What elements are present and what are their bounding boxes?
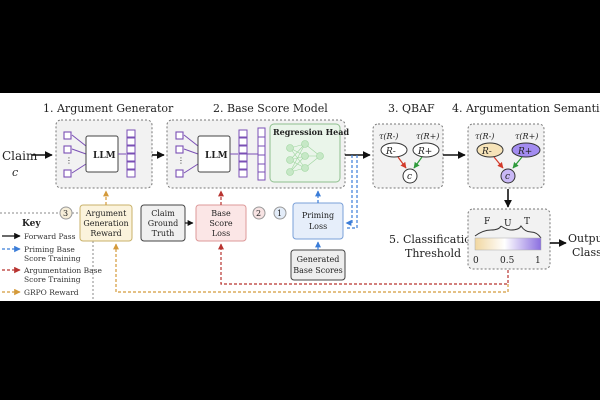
threshold-letter-f: F [484,217,490,227]
key-forward-pass-label: Forward Pass [24,232,76,241]
llm-label-2: LLM [205,151,228,161]
cgt-line2: Ground [148,219,178,228]
qbaf-attack-edge [397,156,407,169]
semantics-tau-minus: τ(R-) [475,132,494,141]
threshold-to-base-loss-path [218,243,509,285]
semantics-node-r-minus [476,142,504,158]
claim-symbol: c [12,166,18,179]
neural-network-icon [286,140,324,176]
argumentation-semantics-box [467,123,545,189]
key-title: Key [22,219,41,229]
threshold-letter-u: U [504,219,512,229]
agr-line1: Argument [85,209,127,218]
agr-line3: Reward [90,229,121,238]
key-argumentation-label-1: Argumentation Base [23,266,102,275]
input-token-stack-1: ⋮ [63,131,87,178]
semantics-node-r-plus-label: R+ [517,147,532,157]
semantics-node-r-plus [511,142,541,158]
output-label-line2: Class [572,246,600,259]
step-number-2: 2 [256,209,261,218]
cgt-line3: Truth [152,229,175,238]
regression-head-label: Regression Head [273,127,349,137]
stage-title-classification: 5. Classification [389,233,478,246]
threshold-tick-05: 0.5 [500,256,515,266]
bsl-line3: Loss [212,229,230,238]
priming-loss-box [292,202,344,240]
threshold-tick-0: 0 [473,256,479,266]
stage-title-argumentation-semantics: 4. Argumentation Semantics [452,102,600,115]
gbs-line2: Base Scores [293,266,342,275]
key-priming-label-2: Score Training [24,254,81,263]
key-priming-label-1: Priming Base [24,245,75,254]
qbaf-node-c [402,168,418,184]
semantics-tau-plus: τ(R+) [515,132,538,141]
qbaf-node-r-plus [412,142,440,158]
semantics-attack-edge [493,156,504,169]
pl-line2: Loss [309,222,327,231]
bsl-line2: Score [209,219,233,228]
model-output-to-priming-path-2 [346,155,358,229]
threshold-letter-t: T [524,217,530,227]
qbaf-node-r-minus-label: R- [385,147,396,157]
cgt-line1: Claim [151,209,175,218]
gbs-line1: Generated [297,255,340,264]
agr-line2: Generation [83,219,128,228]
input-token-stack-2: ⋮ [175,131,199,178]
semantics-node-r-minus-label: R- [481,147,492,157]
output-token-stack-1 [118,129,136,178]
qbaf-node-c-label: c [407,172,412,182]
semantics-node-c-label: c [505,172,510,182]
stage-title-base-score-model: 2. Base Score Model [213,102,328,115]
key-argumentation-label-2: Score Training [24,275,81,284]
step-number-1-badge [273,206,287,220]
bsl-line1: Base [211,209,231,218]
stage-title-qbaf: 3. QBAF [388,102,435,115]
semantics-node-c [500,168,516,184]
svg-text:⋮: ⋮ [177,156,185,165]
output-token-stack-2 [230,127,266,181]
qbaf-support-edge [413,156,423,169]
model-output-to-priming-path [345,155,353,226]
stage-title-threshold: Threshold [405,247,461,260]
threshold-tick-1: 1 [535,256,541,266]
claim-label: Claim [2,149,38,163]
qbaf-box [372,123,444,189]
semantics-support-edge [512,156,523,169]
stage-title-argument-generator: 1. Argument Generator [43,102,174,115]
step-number-2-badge [252,206,266,220]
step-number-3-badge [59,206,73,220]
qbaf-node-r-plus-label: R+ [417,147,432,157]
qbaf-tau-plus: τ(R+) [416,132,439,141]
threshold-gradient-bar [474,237,542,251]
step-number-3: 3 [63,209,68,218]
svg-text:⋮: ⋮ [65,156,73,165]
llm-label-1: LLM [93,151,116,161]
pl-line1: Priming [302,211,334,220]
threshold-braces [474,225,542,239]
qbaf-node-r-minus [380,142,408,158]
qbaf-tau-minus: τ(R-) [379,132,398,141]
output-label-line1: Output [568,232,600,245]
step-number-1: 1 [277,209,282,218]
key-grpo-label: GRPO Reward [24,288,79,297]
